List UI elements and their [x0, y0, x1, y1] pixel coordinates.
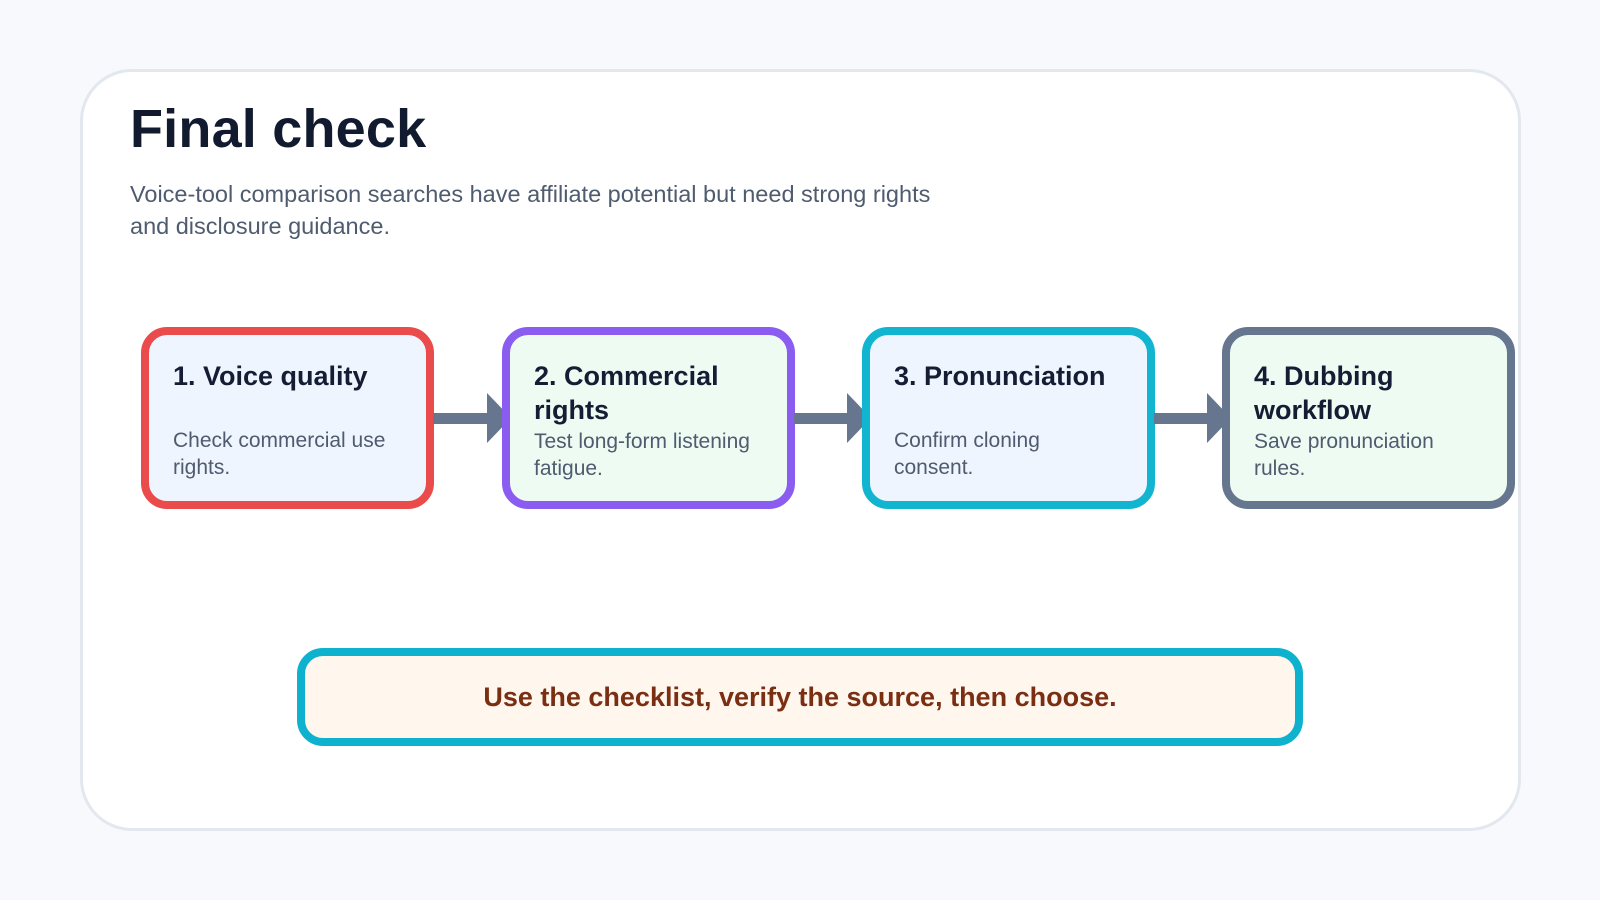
page-title: Final check: [130, 99, 427, 159]
connector-line-2-3: [794, 413, 847, 424]
step-description: Save pronunciation rules.: [1254, 430, 1434, 480]
step-commercial-rights: 2. Commercial rights Test long-form list…: [502, 327, 795, 509]
step-title: 3. Pronunciation: [894, 361, 1106, 391]
step-voice-quality: 1. Voice quality Check commercial use ri…: [141, 327, 434, 509]
callout-text: Use the checklist, verify the source, th…: [483, 681, 1117, 712]
summary-callout: Use the checklist, verify the source, th…: [297, 648, 1303, 746]
step-description: Test long-form listening fatigue.: [534, 430, 750, 480]
connector-line-1-2: [433, 413, 487, 424]
step-title: 1. Voice quality: [173, 361, 368, 391]
step-dubbing-workflow: 4. Dubbing workflow Save pronunciation r…: [1222, 327, 1515, 509]
step-title: 2. Commercial rights: [534, 361, 719, 425]
connector-line-3-4: [1154, 413, 1207, 424]
step-pronunciation: 3. Pronunciation Confirm cloning consent…: [862, 327, 1155, 509]
page-subtitle: Voice-tool comparison searches have affi…: [130, 181, 931, 239]
step-description: Confirm cloning consent.: [894, 429, 1040, 479]
step-title: 4. Dubbing workflow: [1254, 361, 1394, 425]
step-description: Check commercial use rights.: [173, 429, 386, 479]
